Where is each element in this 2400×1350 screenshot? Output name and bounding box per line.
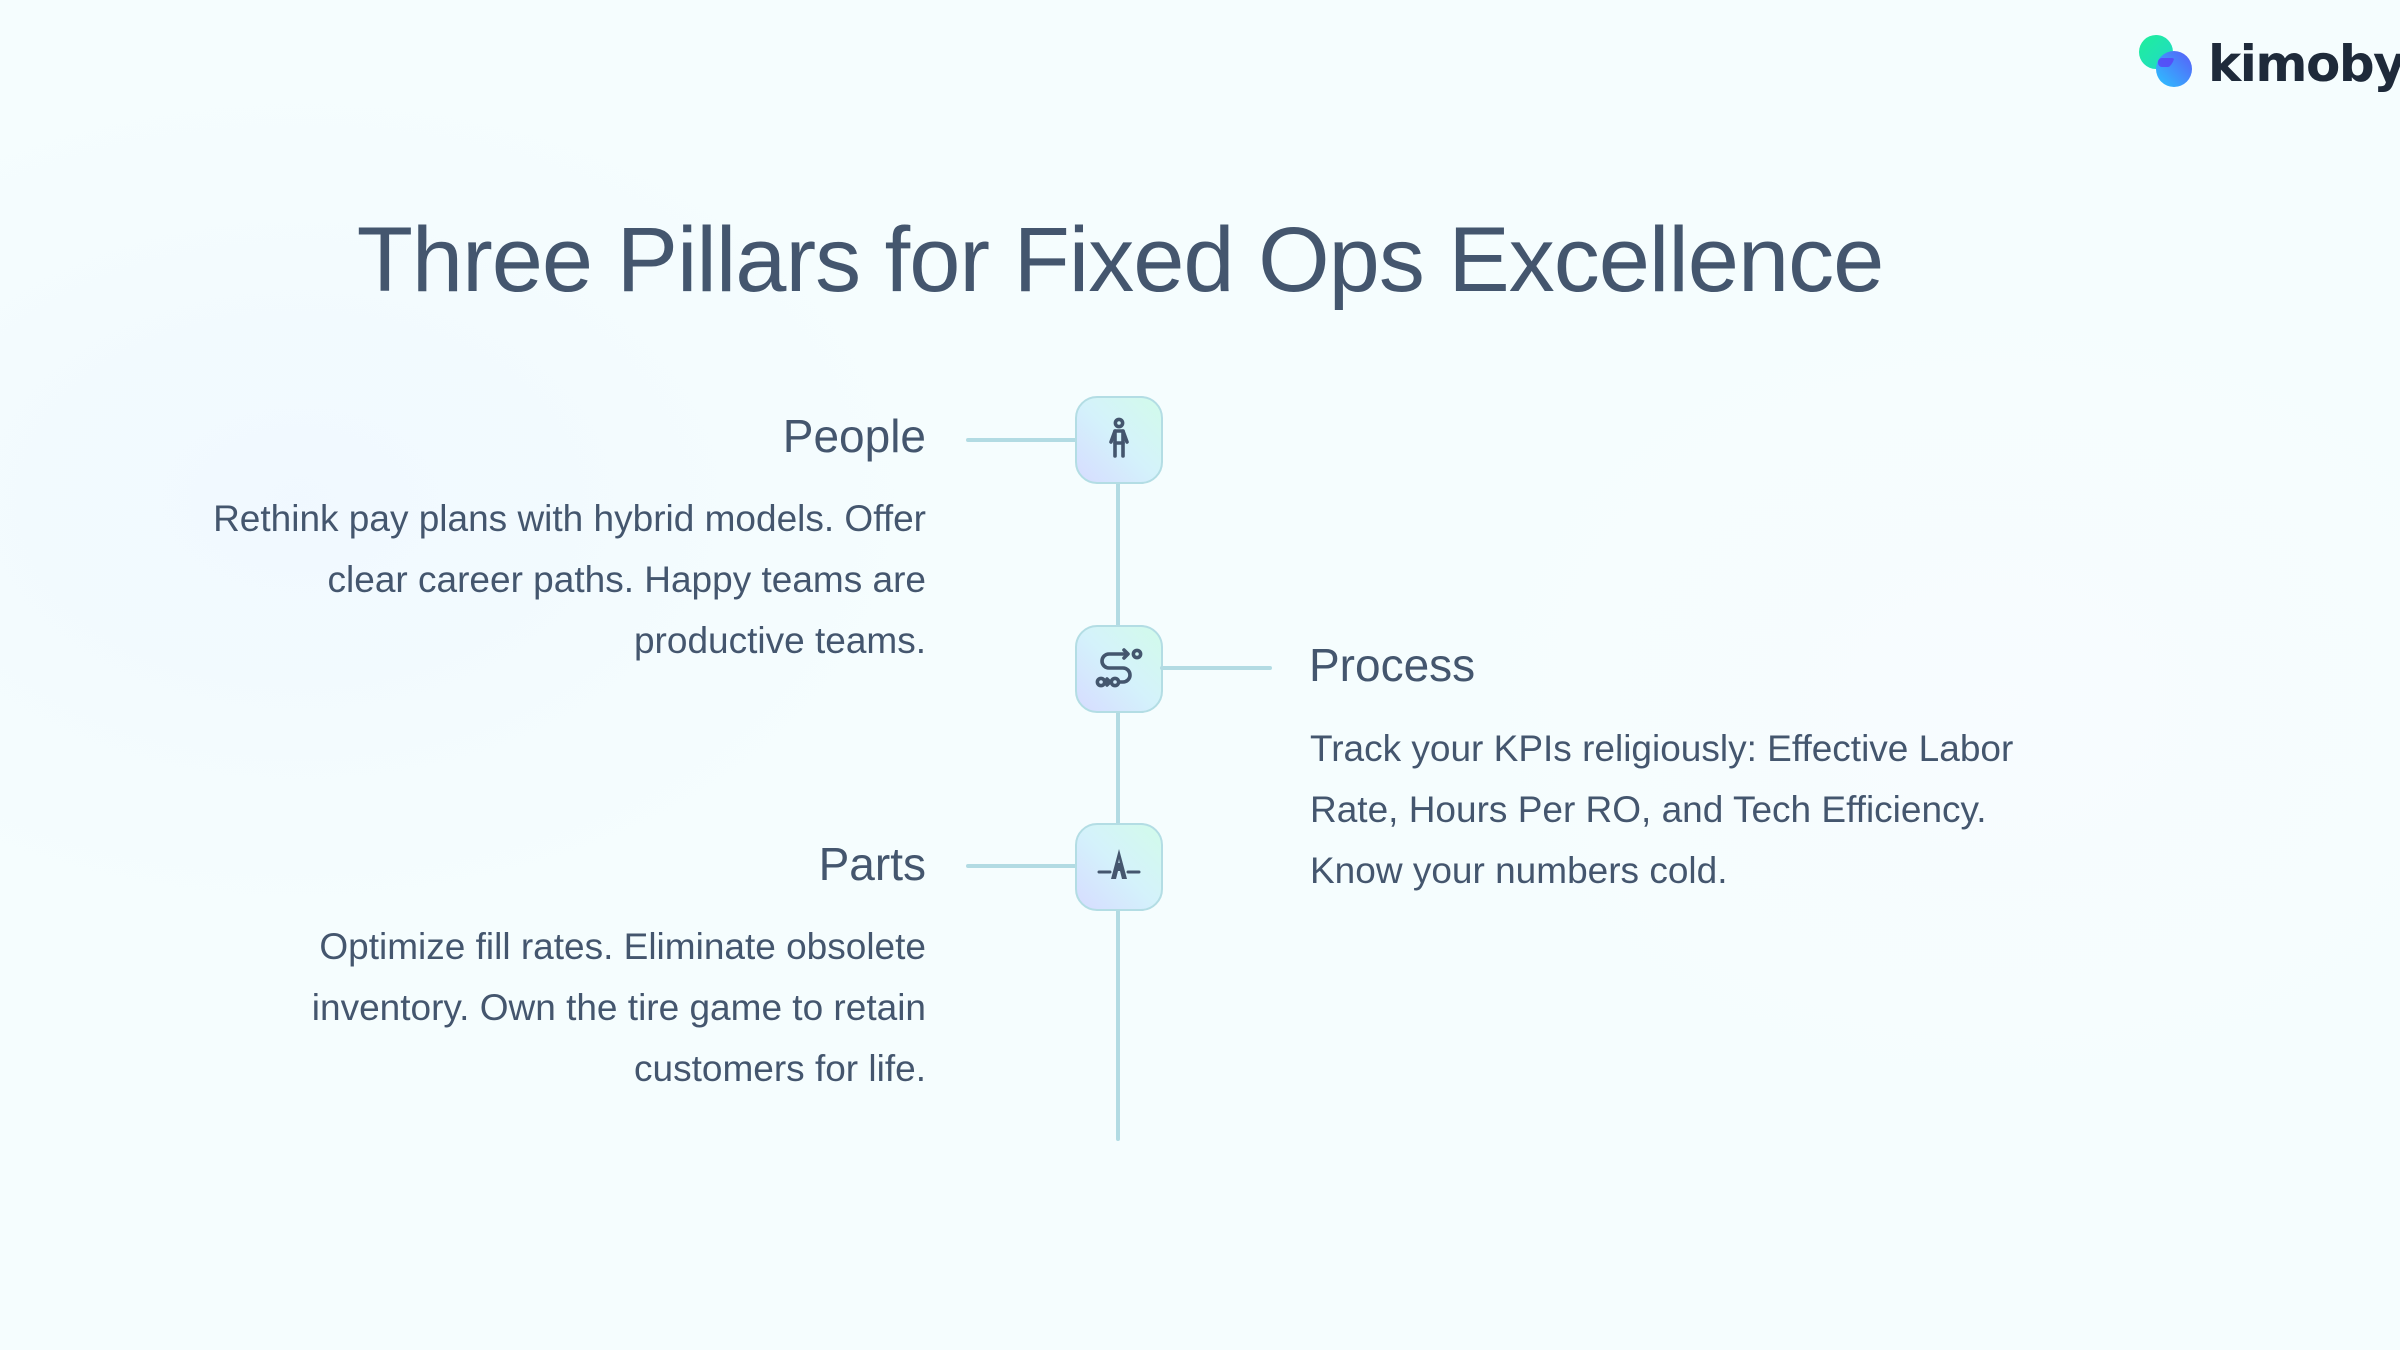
parts-connector bbox=[966, 864, 1078, 868]
road-icon bbox=[1097, 849, 1141, 879]
timeline-spine bbox=[1116, 440, 1120, 1141]
people-heading: People bbox=[782, 410, 926, 462]
process-description: Track your KPIs religiously: Effective L… bbox=[1310, 718, 2013, 901]
process-description-line: Rate, Hours Per RO, and Tech Efficiency. bbox=[1310, 789, 1987, 830]
people-description-line: productive teams. bbox=[633, 620, 926, 661]
process-heading: Process bbox=[1309, 639, 1476, 691]
route-icon bbox=[1095, 648, 1143, 688]
kimoby-logo-mark-icon bbox=[2139, 35, 2192, 87]
people-description-line: Rethink pay plans with hybrid models. Of… bbox=[213, 498, 926, 539]
people-connector bbox=[966, 438, 1078, 442]
kimoby-logo-text: kimoby bbox=[2208, 35, 2400, 93]
person-icon bbox=[1109, 417, 1129, 458]
people-description-line: clear career paths. Happy teams are bbox=[327, 559, 926, 600]
process-node bbox=[1075, 625, 1163, 713]
parts-heading: Parts bbox=[818, 838, 926, 890]
people-node bbox=[1075, 396, 1163, 484]
parts-description-line: Optimize fill rates. Eliminate obsolete bbox=[319, 926, 926, 967]
process-connector bbox=[1160, 666, 1272, 670]
parts-description-line: inventory. Own the tire game to retain bbox=[311, 987, 926, 1028]
people-description: Rethink pay plans with hybrid models. Of… bbox=[213, 488, 926, 671]
slide-title: Three Pillars for Fixed Ops Excellence bbox=[356, 209, 1885, 311]
parts-node bbox=[1075, 823, 1163, 911]
process-description-line: Track your KPIs religiously: Effective L… bbox=[1310, 728, 2014, 769]
parts-description: Optimize fill rates. Eliminate obsolete … bbox=[312, 916, 926, 1099]
kimoby-logo: kimoby bbox=[2136, 30, 2400, 93]
process-description-line: Know your numbers cold. bbox=[1310, 850, 1728, 891]
parts-description-line: customers for life. bbox=[634, 1048, 926, 1089]
